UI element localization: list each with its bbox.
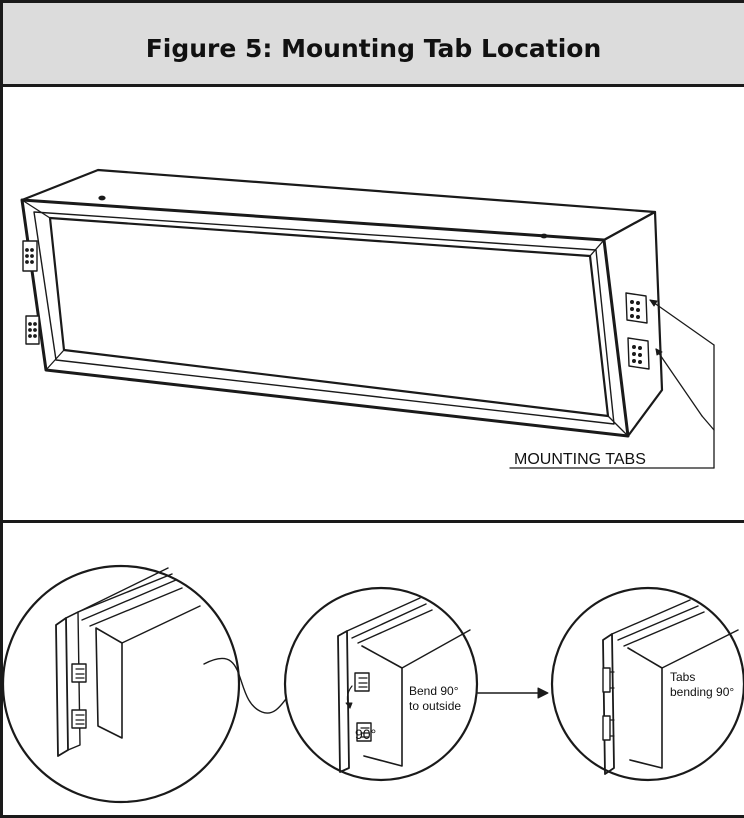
right-mounting-tab-upper xyxy=(625,292,648,324)
tabs-bent-line1: Tabs xyxy=(670,670,695,684)
figure-title: Figure 5: Mounting Tab Location xyxy=(145,34,602,63)
tabs-bent-line2: bending 90° xyxy=(670,685,734,699)
right-mounting-tab-lower xyxy=(627,337,650,370)
figure-header: Figure 5: Mounting Tab Location xyxy=(3,3,744,87)
next-step-arrow xyxy=(477,687,549,699)
sign-cabinet-drawing xyxy=(20,168,664,438)
bend-angle-label: 90° xyxy=(355,726,376,742)
detail-circle-2 xyxy=(283,586,479,782)
bend-instruction-line1: Bend 90° xyxy=(409,684,459,698)
left-mounting-tab-lower xyxy=(25,315,40,345)
left-mounting-tab-upper xyxy=(22,240,38,272)
mounting-tabs-leader xyxy=(509,299,715,469)
section-divider xyxy=(3,520,744,523)
detail-circle-1 xyxy=(1,564,241,804)
mounting-tabs-label: MOUNTING TABS xyxy=(514,451,646,468)
detail-circle-3 xyxy=(550,586,744,782)
bend-instruction-line2: to outside xyxy=(409,699,461,713)
